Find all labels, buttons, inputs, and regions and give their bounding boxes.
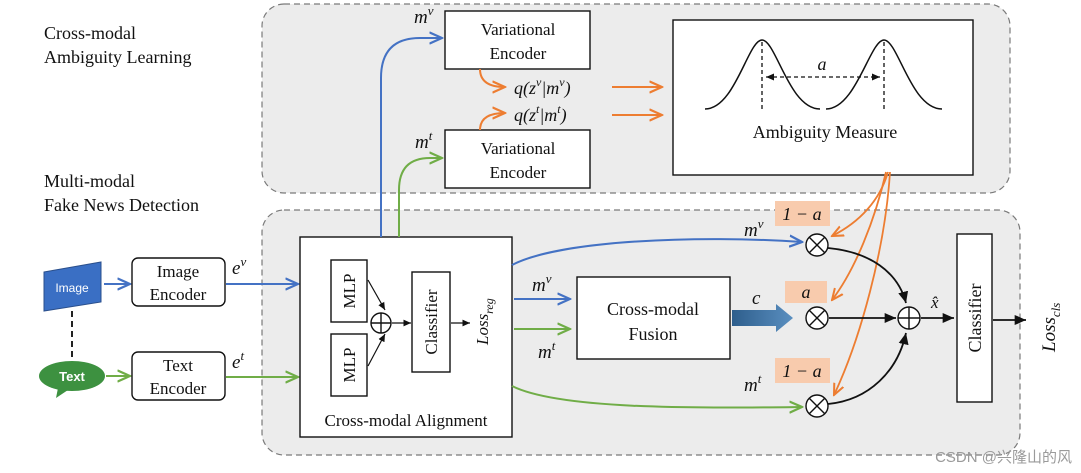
mv-upper-label: mv — [414, 3, 434, 28]
mlp-bottom: MLP — [330, 333, 368, 397]
text-encoder-label-1: Text — [163, 356, 193, 375]
mlp-top-to-sum — [367, 279, 386, 311]
mt-upper-label: mt — [415, 128, 433, 153]
mt-to-var-encoder — [398, 158, 442, 237]
ambiguity-measure-label: Ambiguity Measure — [753, 122, 897, 142]
variational-encoder-text: Variational Encoder — [444, 129, 591, 189]
fusion-label-2: Fusion — [628, 324, 677, 344]
loss-reg-label: Lossreg — [473, 298, 496, 346]
alignment-sum-icon — [370, 312, 392, 334]
ambiguity-measure-box: a Ambiguity Measure — [672, 19, 974, 176]
top-mult-to-sum — [827, 247, 909, 304]
variational-encoder-image: Variational Encoder — [444, 10, 591, 70]
weight-mid-highlight — [785, 281, 827, 303]
weight-mid-label: a — [802, 282, 811, 302]
bottom-mult-to-sum — [827, 332, 909, 405]
weight-top-highlight — [775, 201, 830, 226]
image-encoder: Image Encoder — [131, 257, 226, 307]
weight-to-bottom-mult — [834, 171, 891, 395]
mv-skip-path — [511, 239, 802, 266]
var-encoder-image-label-1: Variational — [481, 20, 556, 39]
var-text-out-arrow — [479, 113, 505, 131]
image-encoder-label-1: Image — [157, 262, 199, 281]
mv-fusion-label: mv — [532, 271, 552, 296]
mt-fusion-label: mt — [538, 338, 556, 363]
qv-label: q(zv|mv) — [514, 75, 571, 99]
text-encoder-label-2: Encoder — [150, 379, 207, 398]
var-encoder-image-label-2: Encoder — [490, 44, 547, 63]
weight-to-mid-mult — [832, 171, 887, 300]
final-sum-icon — [897, 306, 921, 330]
ev-label: ev — [232, 254, 246, 279]
var-encoder-text-label-1: Variational — [481, 139, 556, 158]
section-ambiguity-title-2: Ambiguity Learning — [44, 47, 191, 67]
mt-skip-label: mt — [744, 371, 762, 396]
multiply-top-icon — [805, 233, 829, 257]
gaussian-right-curve — [825, 39, 943, 110]
multiply-mid-icon — [805, 306, 829, 330]
multiply-bottom-icon — [805, 394, 829, 418]
cross-modal-fusion-box: Cross-modal Fusion — [576, 276, 731, 360]
weight-bottom-highlight — [775, 358, 830, 383]
watermark: CSDN @兴隆山的风 — [935, 449, 1072, 466]
distance-a-label: a — [818, 54, 827, 74]
et-label: et — [232, 348, 244, 373]
fusion-label-1: Cross-modal — [607, 299, 699, 319]
xhat-label: x̂ — [930, 293, 939, 312]
var-image-out-arrow — [479, 68, 505, 87]
mlp-top: MLP — [330, 259, 368, 323]
text-input-label: Text — [59, 369, 85, 384]
final-classifier: Classifier — [956, 233, 993, 403]
text-input: Text — [39, 361, 105, 398]
text-encoder: Text Encoder — [131, 351, 226, 401]
image-input: Image — [43, 261, 102, 312]
mlp-top-label: MLP — [340, 274, 359, 309]
mv-to-var-encoder — [380, 38, 442, 237]
section-detection-title-1: Multi-modal — [44, 171, 135, 191]
alignment-classifier-label: Classifier — [422, 289, 441, 354]
section-ambiguity-title-1: Cross-modal — [44, 23, 136, 43]
alignment-label: Cross-modal Alignment — [325, 411, 488, 430]
loss-cls-label: Losscls — [1039, 303, 1063, 353]
image-encoder-label-2: Encoder — [150, 285, 207, 304]
final-classifier-label: Classifier — [965, 284, 985, 353]
c-label: c — [752, 288, 761, 309]
weight-to-top-mult — [832, 171, 889, 236]
qt-label: q(zt|mt) — [514, 102, 567, 126]
mv-skip-label: mv — [744, 216, 764, 241]
weight-bottom-label: 1 − a — [782, 361, 821, 381]
section-detection-title-2: Fake News Detection — [44, 195, 199, 215]
var-encoder-text-label-2: Encoder — [490, 163, 547, 182]
gaussian-left-curve — [704, 39, 821, 110]
weight-top-label: 1 − a — [782, 204, 821, 224]
fusion-output-arrow — [732, 304, 793, 332]
alignment-classifier: Classifier — [411, 271, 451, 373]
mt-skip-path — [511, 385, 802, 408]
mlp-bottom-to-sum — [367, 333, 386, 367]
mlp-bottom-label: MLP — [340, 348, 359, 383]
image-input-label: Image — [55, 281, 89, 295]
